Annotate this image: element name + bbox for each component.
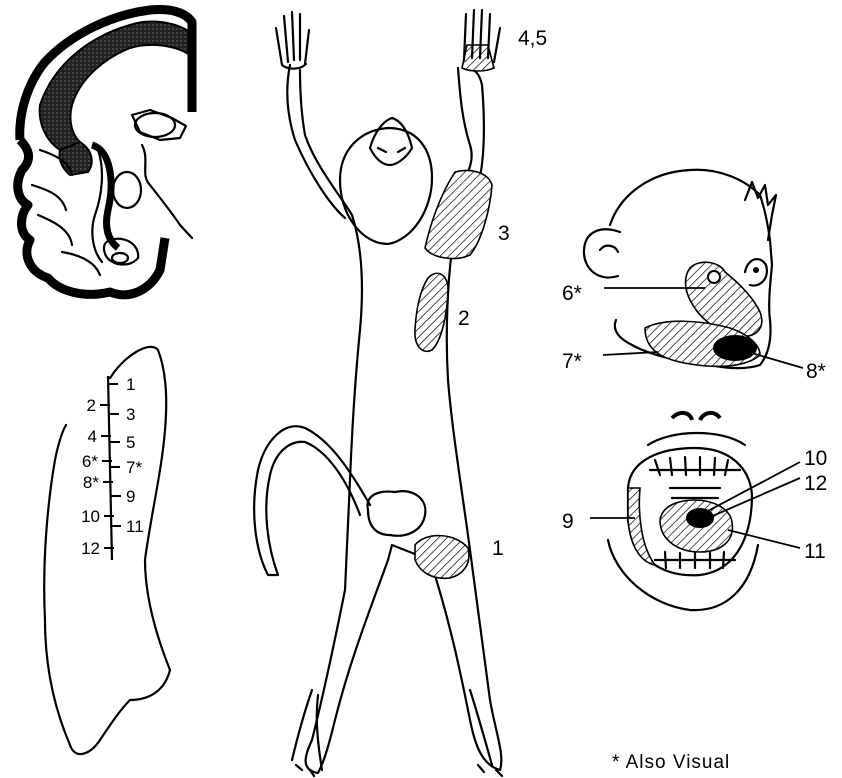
mouth-label-11: 11 — [804, 540, 826, 563]
map-tick-3: 3 — [126, 405, 135, 424]
right-hand — [462, 10, 500, 71]
map-tick-8: 8* — [83, 473, 99, 492]
map-tick-10: 10 — [81, 507, 100, 526]
map-tick-9: 9 — [126, 487, 135, 506]
body-region-1 — [415, 536, 469, 579]
lower-teeth — [655, 552, 735, 568]
fur-tuft — [745, 182, 776, 240]
thalamus-shape — [113, 172, 141, 208]
left-hand — [276, 12, 309, 69]
map-tick-7: 7* — [126, 458, 142, 477]
map-tick-1: 1 — [126, 375, 135, 394]
mouth-label-9: 9 — [562, 510, 574, 533]
face-label-6: 6* — [562, 282, 582, 305]
hippocampus-shape — [112, 253, 128, 263]
face-region-9 — [628, 488, 655, 565]
hip-shape — [368, 491, 426, 536]
nostrils — [672, 413, 720, 420]
cortical-map: 1 3 5 7* 9 11 2 4 6* 8* 10 12 — [44, 347, 170, 754]
upper-teeth — [650, 457, 740, 475]
map-tick-5: 5 — [126, 433, 135, 452]
mouth-label-10: 10 — [804, 447, 827, 470]
body-region-2 — [415, 273, 448, 351]
map-tick-labels-right: 1 3 5 7* 9 11 — [126, 375, 144, 536]
map-tick-4: 4 — [88, 427, 97, 446]
left-arm — [287, 65, 345, 218]
tail — [254, 426, 370, 575]
eye — [753, 267, 759, 273]
brow-line — [648, 433, 745, 445]
internal-structures — [104, 110, 192, 265]
pointer-12 — [708, 478, 800, 518]
map-tick-11: 11 — [126, 517, 144, 536]
cortical-map-outline — [44, 347, 170, 754]
body-region-3 — [425, 171, 492, 259]
mouth-label-12: 12 — [804, 472, 827, 495]
head-outline — [340, 128, 432, 244]
body-label-1: 1 — [492, 537, 504, 560]
pointer-11 — [728, 530, 800, 548]
body-label-3: 3 — [498, 222, 510, 245]
body-label-2: 2 — [458, 307, 470, 330]
face-region-8 — [713, 335, 757, 361]
left-foot — [292, 690, 322, 776]
map-tick-labels-left: 2 4 6* 8* 10 12 — [81, 396, 100, 558]
face-shape — [370, 118, 412, 165]
ear-shape — [584, 229, 620, 277]
monkey-body: 4,5 3 2 1 — [254, 10, 547, 776]
monkey-face: 6* 7* 8* — [562, 170, 826, 383]
face-label-7: 7* — [562, 350, 582, 373]
body-label-45: 4,5 — [518, 27, 547, 50]
map-tick-2: 2 — [87, 396, 96, 415]
brain-section — [18, 10, 192, 295]
map-tick-12: 12 — [81, 539, 100, 558]
footnote: * Also Visual — [612, 752, 730, 773]
side-eye — [708, 271, 720, 283]
open-mouth: 10 12 11 9 — [562, 413, 827, 610]
face-label-8: 8* — [806, 360, 826, 383]
map-tick-6: 6* — [82, 452, 98, 471]
